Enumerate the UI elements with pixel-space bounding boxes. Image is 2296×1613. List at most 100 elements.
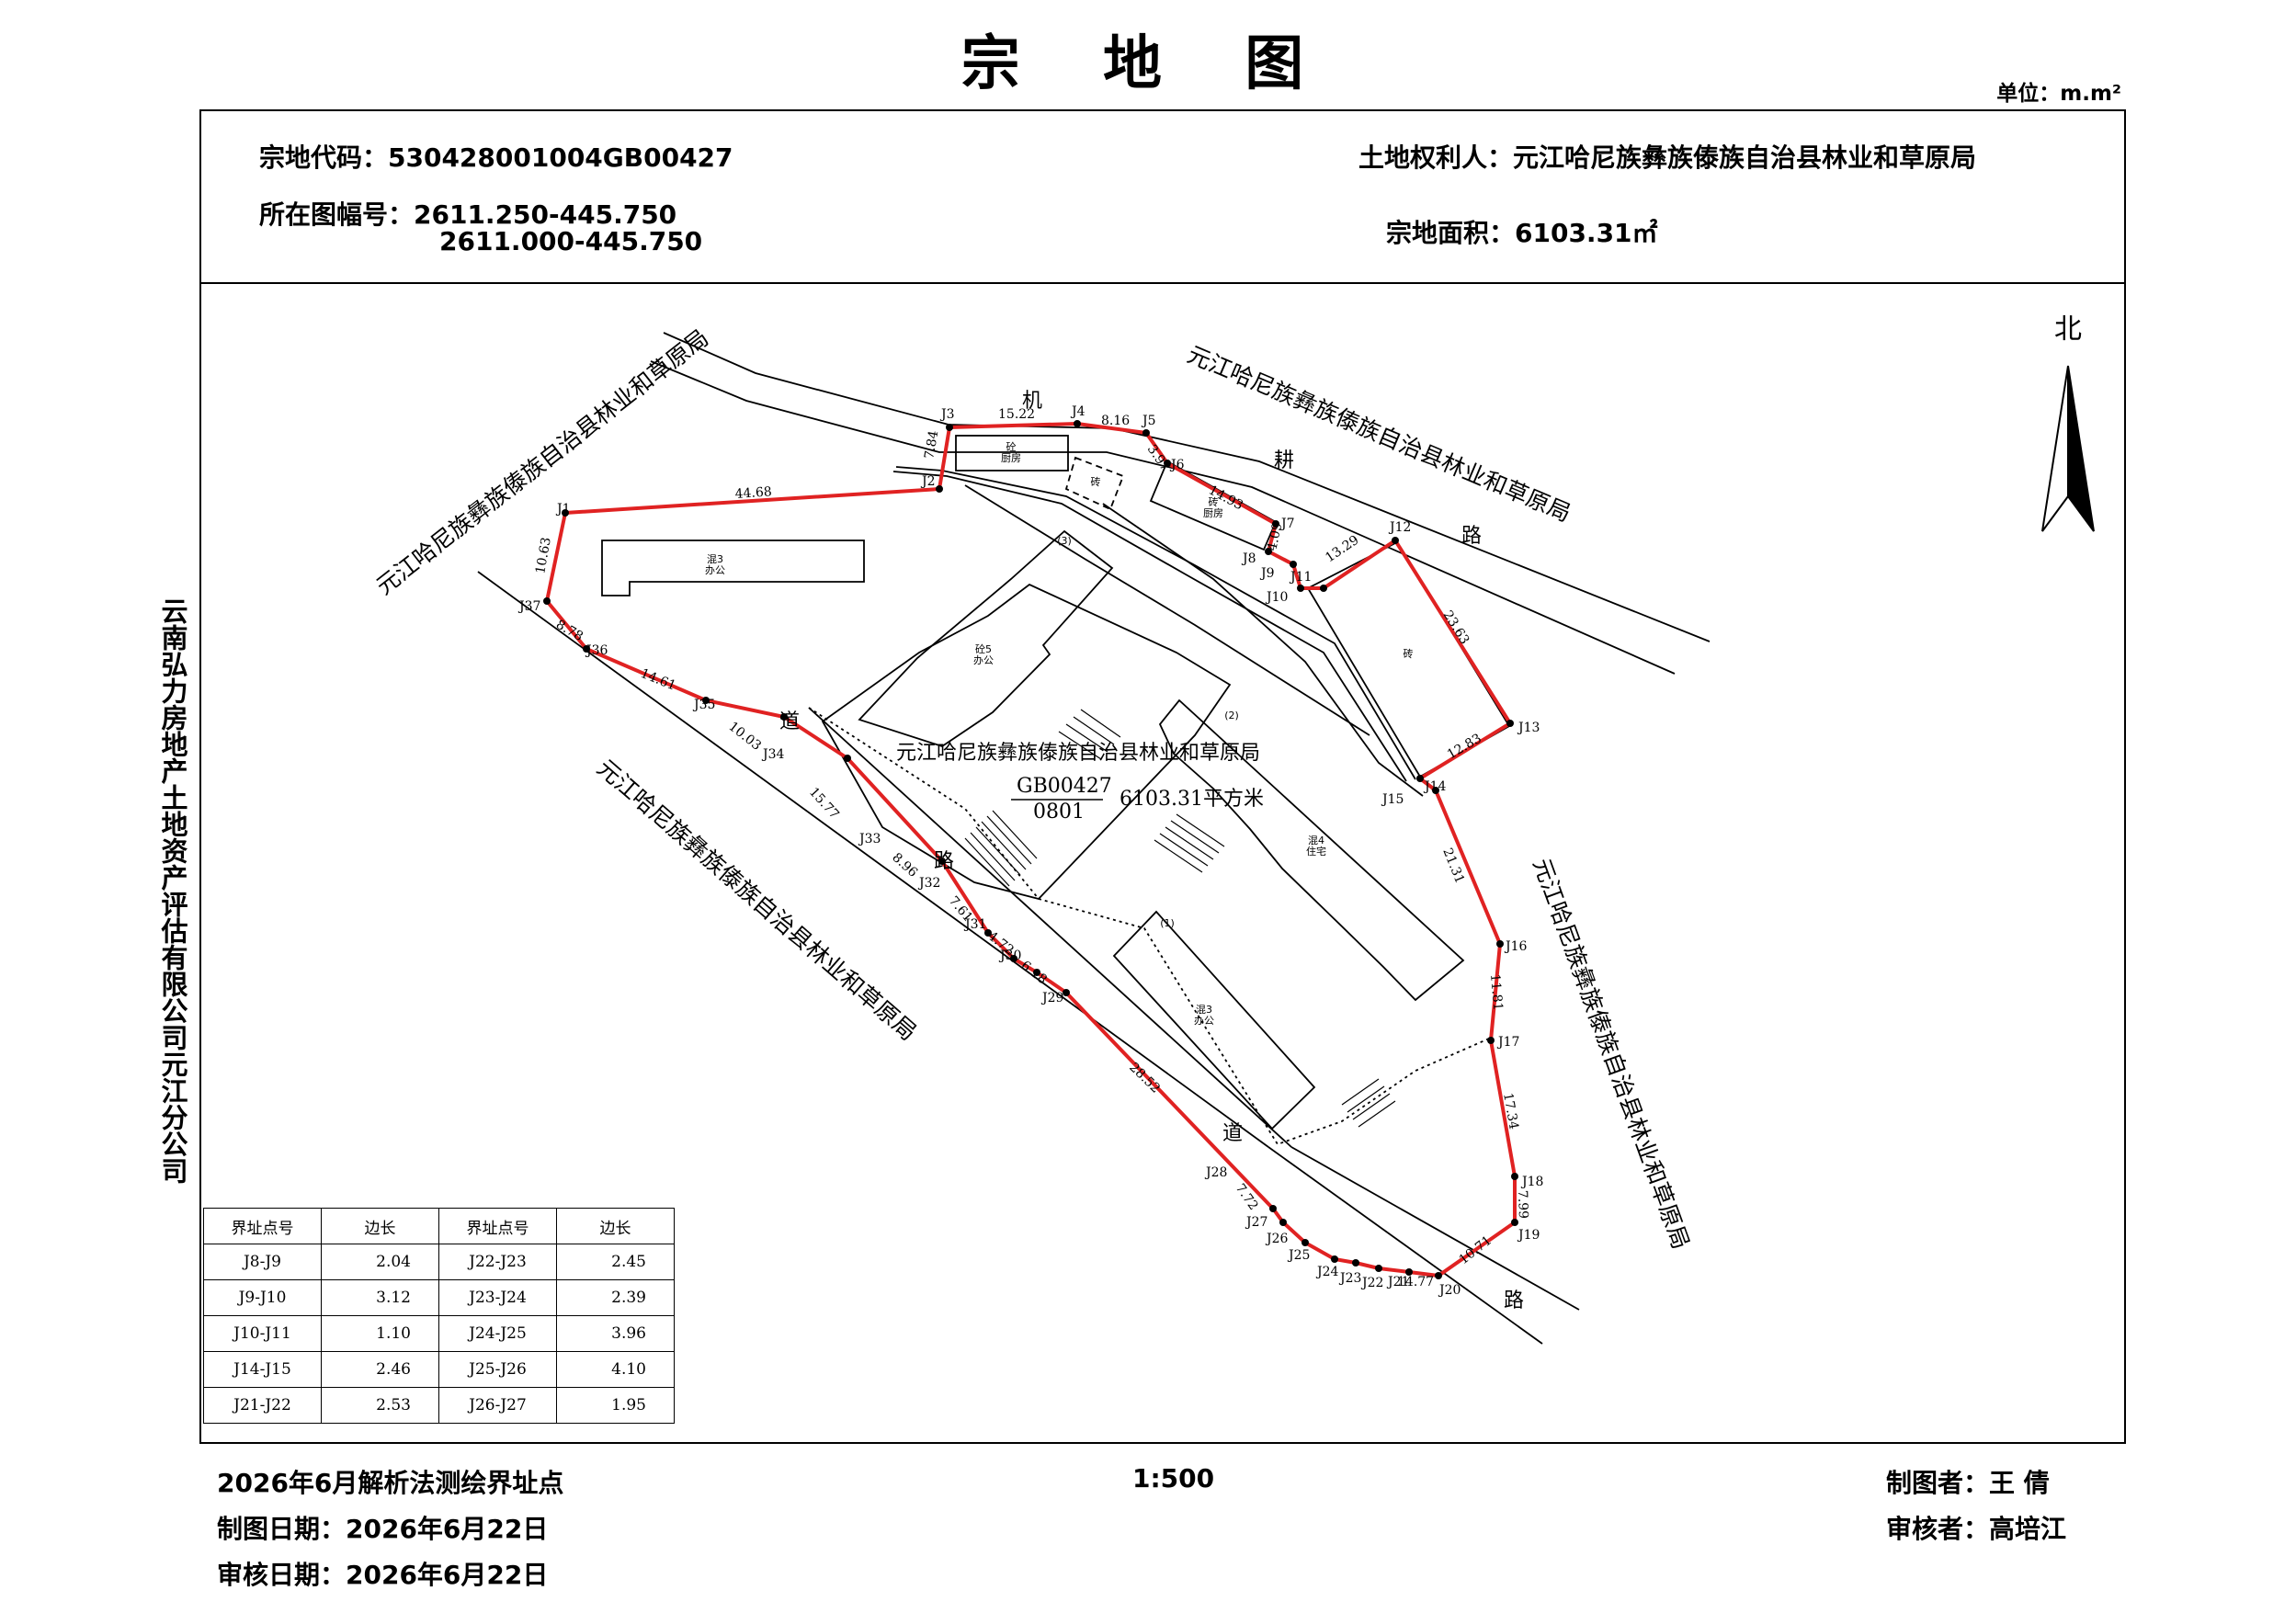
inner-road-3 [1102, 503, 1424, 797]
building-label-b7: 砖 [1404, 647, 1414, 660]
table-row: J21-J22 2.53 J26-J27 1.95 [203, 1387, 675, 1424]
table-cell: 4.10 [556, 1351, 675, 1388]
road-char-lu1: 路 [1461, 525, 1482, 548]
edge-label-j35-j36: 14.61 [639, 666, 678, 694]
table-cell: 3.96 [556, 1315, 675, 1352]
edge-label-j7-j8: 4.09 [1265, 521, 1285, 552]
point-label-j11: J11 [1289, 570, 1312, 585]
table-cell: 2.04 [321, 1244, 439, 1280]
b5-line2: 厨房 [1001, 452, 1021, 464]
table-header: 边长 [321, 1208, 439, 1244]
building-label-b8: 砖 [1091, 475, 1101, 488]
point-label-j6: J6 [1169, 458, 1185, 472]
road-char-ji: 机 [1022, 390, 1042, 413]
page-title: 宗 地 图 [960, 29, 1336, 98]
road-char-lu2: 路 [934, 850, 954, 873]
point-label-j37: J37 [517, 599, 540, 614]
building-b8-dashed [1064, 456, 1125, 511]
point-label-j2: J2 [920, 474, 936, 489]
center-area: 6103.31平方米 [1120, 788, 1264, 811]
point-label-j34: J34 [761, 747, 785, 762]
edge-label-j5-j6: 3.97 [1144, 442, 1173, 474]
stairs-4 [1341, 1078, 1396, 1128]
edge-label-j29-j30: 6.18 [1018, 959, 1050, 988]
edge-label-j13-j14: 12.83 [1445, 732, 1484, 763]
building-b5 [955, 435, 1069, 471]
road-char-geng: 耕 [1274, 449, 1294, 472]
wall-line [964, 484, 1370, 736]
road-labels: 机 耕 路 道 路 道 路 [779, 390, 1524, 1312]
point-label-j22: J22 [1360, 1276, 1383, 1290]
table-header-row: 界址点号 边长 界址点号 边长 [203, 1208, 675, 1244]
road-left-edge-1 [477, 571, 1269, 1148]
stairs [964, 709, 1396, 1128]
road-char-lu3: 路 [1504, 1289, 1524, 1312]
table-row: J9-J10 3.12 J23-J24 2.39 [203, 1279, 675, 1316]
map-scale: 1:500 [1132, 1463, 1215, 1494]
table-cell: J26-J27 [438, 1387, 557, 1424]
table-row: J10-J11 1.10 J24-J25 3.96 [203, 1315, 675, 1352]
roads [477, 332, 1711, 1345]
edge-label-j12-j13: 23.63 [1440, 608, 1472, 647]
table-header: 界址点号 [203, 1208, 322, 1244]
table-cell: J8-J9 [203, 1244, 322, 1280]
b2-line2: 办公 [973, 654, 994, 666]
edge-label-j17-j18: 17.34 [1500, 1092, 1521, 1130]
inner-road-2 [895, 466, 1416, 780]
inner-road-1 [892, 471, 1407, 782]
stairs-2 [1058, 709, 1121, 760]
table-cell: 1.10 [321, 1315, 439, 1352]
edge-label-j3-j4: 15.22 [998, 407, 1035, 422]
table-header: 边长 [556, 1208, 675, 1244]
b1-line2: 办公 [705, 564, 725, 576]
point-label-j36: J36 [585, 643, 608, 658]
road-bottom-edge-1 [1267, 1146, 1543, 1345]
draw-date: 制图日期：2026年6月22日 [217, 1514, 549, 1544]
table-cell: 2.53 [321, 1387, 439, 1424]
point-label-j35: J35 [692, 698, 715, 712]
side-company: 云南弘力房地产土地资产评估有限公司元江分公司 [157, 597, 188, 1184]
table-cell: J9-J10 [203, 1279, 322, 1316]
north-arrow [2041, 365, 2095, 532]
table-row: J8-J9 2.04 J22-J23 2.45 [203, 1244, 675, 1280]
point-label-j20: J20 [1438, 1283, 1461, 1298]
table-row: J14-J15 2.46 J25-J26 4.10 [203, 1351, 675, 1388]
neighbor-right: 元江哈尼族彝族傣族自治县林业和草原局 [1528, 855, 1694, 1253]
point-label-j8: J8 [1241, 551, 1256, 566]
point-label-j10: J10 [1265, 590, 1288, 605]
point-label-j7: J7 [1279, 517, 1295, 531]
north-label: 北 [2054, 313, 2082, 346]
building-label-b6: 砖厨房 [1203, 495, 1223, 519]
point-label-j26: J26 [1265, 1232, 1289, 1246]
boundary-points [543, 420, 1518, 1279]
sheet-number-2: 2611.000-445.750 [439, 226, 703, 256]
land-owner: 土地权利人：元江哈尼族彝族傣族自治县林业和草原局 [1358, 142, 1977, 173]
edge-label-j21-j20: 14.77 [1397, 1275, 1434, 1289]
edge-label-j33-j34: 15.77 [806, 785, 842, 823]
building-label-b5: 砼厨房 [1001, 441, 1021, 464]
survey-method: 2026年6月解析法测绘界址点 [217, 1468, 564, 1498]
table-cell: J10-J11 [203, 1315, 322, 1352]
edge-length-table: 界址点号 边长 界址点号 边长 J8-J9 2.04 J22-J23 2.45 … [203, 1208, 675, 1424]
neighbor-bottom-left: 元江哈尼族彝族傣族自治县林业和草原局 [592, 755, 922, 1046]
table-cell: J23-J24 [438, 1279, 557, 1316]
point-label-j31: J31 [963, 917, 986, 932]
point-label-j33: J33 [858, 832, 881, 846]
table-cell: J25-J26 [438, 1351, 557, 1388]
point-label-j27: J27 [1245, 1215, 1267, 1230]
road-char-dao2: 道 [1222, 1122, 1243, 1145]
point-label-j25: J25 [1287, 1248, 1310, 1263]
center-annotation: 元江哈尼族彝族傣族自治县林业和草原局 GB00427 0801 6103.31平… [896, 742, 1264, 824]
road-char-dao1: 道 [779, 710, 800, 733]
point-label-j4: J4 [1070, 404, 1085, 419]
center-owner: 元江哈尼族彝族傣族自治县林业和草原局 [896, 742, 1260, 765]
edge-label-j1-j2: 44.68 [734, 484, 772, 502]
point-label-j9: J9 [1259, 566, 1275, 581]
point-label-j12: J12 [1388, 520, 1411, 535]
table-cell: 2.45 [556, 1244, 675, 1280]
parcel-boundary [544, 421, 1517, 1278]
point-label-j18: J18 [1520, 1175, 1543, 1189]
center-code: GB00427 [1017, 775, 1112, 798]
